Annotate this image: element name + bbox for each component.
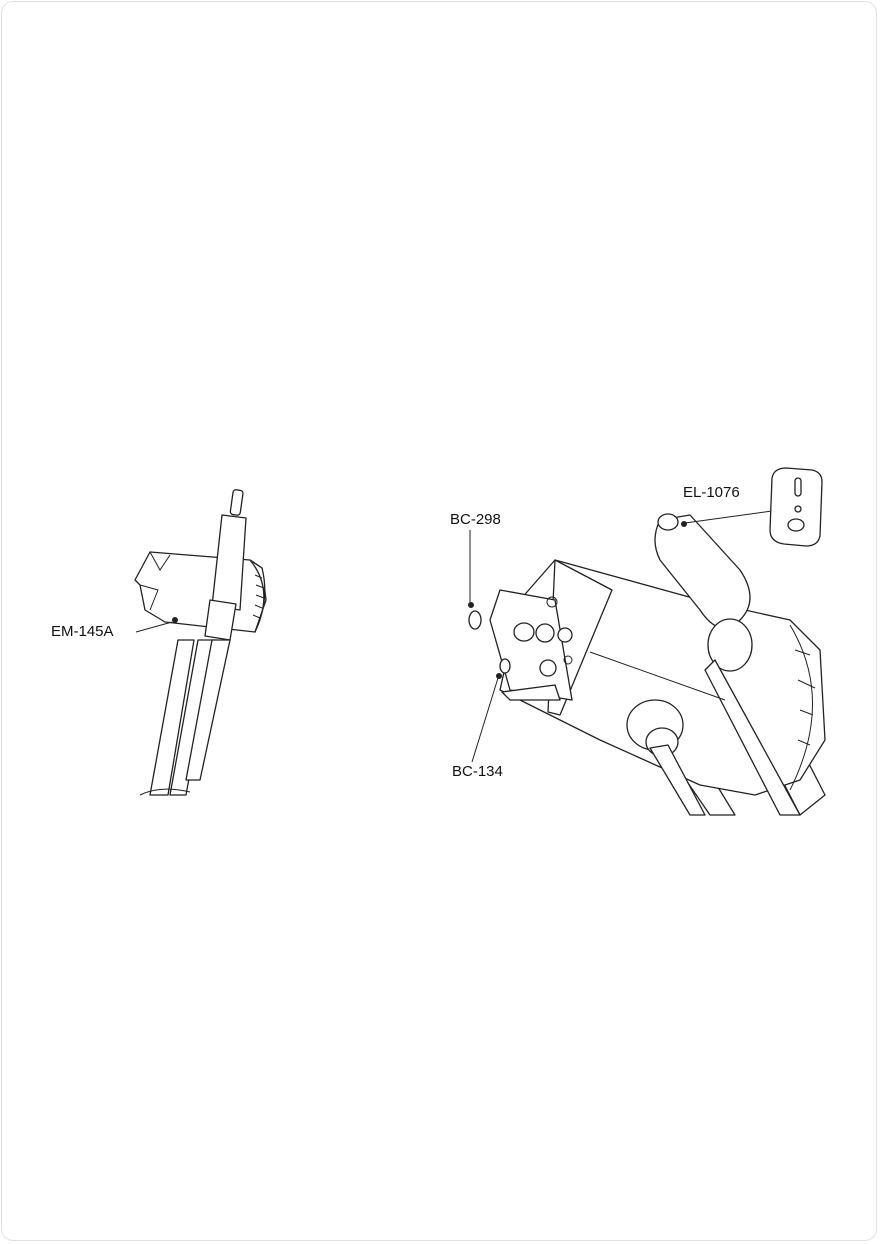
ring-bc-134 bbox=[499, 658, 511, 674]
callout-label-em-145a: EM-145A bbox=[51, 623, 114, 640]
right-tool-illustration bbox=[468, 513, 826, 816]
leader-line-em-145a bbox=[135, 621, 173, 633]
leader-line-bc-134 bbox=[471, 677, 499, 763]
callout-label-bc-298: BC-298 bbox=[450, 511, 501, 528]
left-tool-illustration bbox=[134, 489, 267, 796]
el-1076-inset bbox=[769, 467, 823, 547]
leader-line-el-1076 bbox=[684, 510, 773, 524]
callout-label-el-1076: EL-1076 bbox=[683, 484, 740, 501]
callout-label-bc-134: BC-134 bbox=[452, 763, 503, 780]
ring-bc-298 bbox=[468, 610, 482, 630]
